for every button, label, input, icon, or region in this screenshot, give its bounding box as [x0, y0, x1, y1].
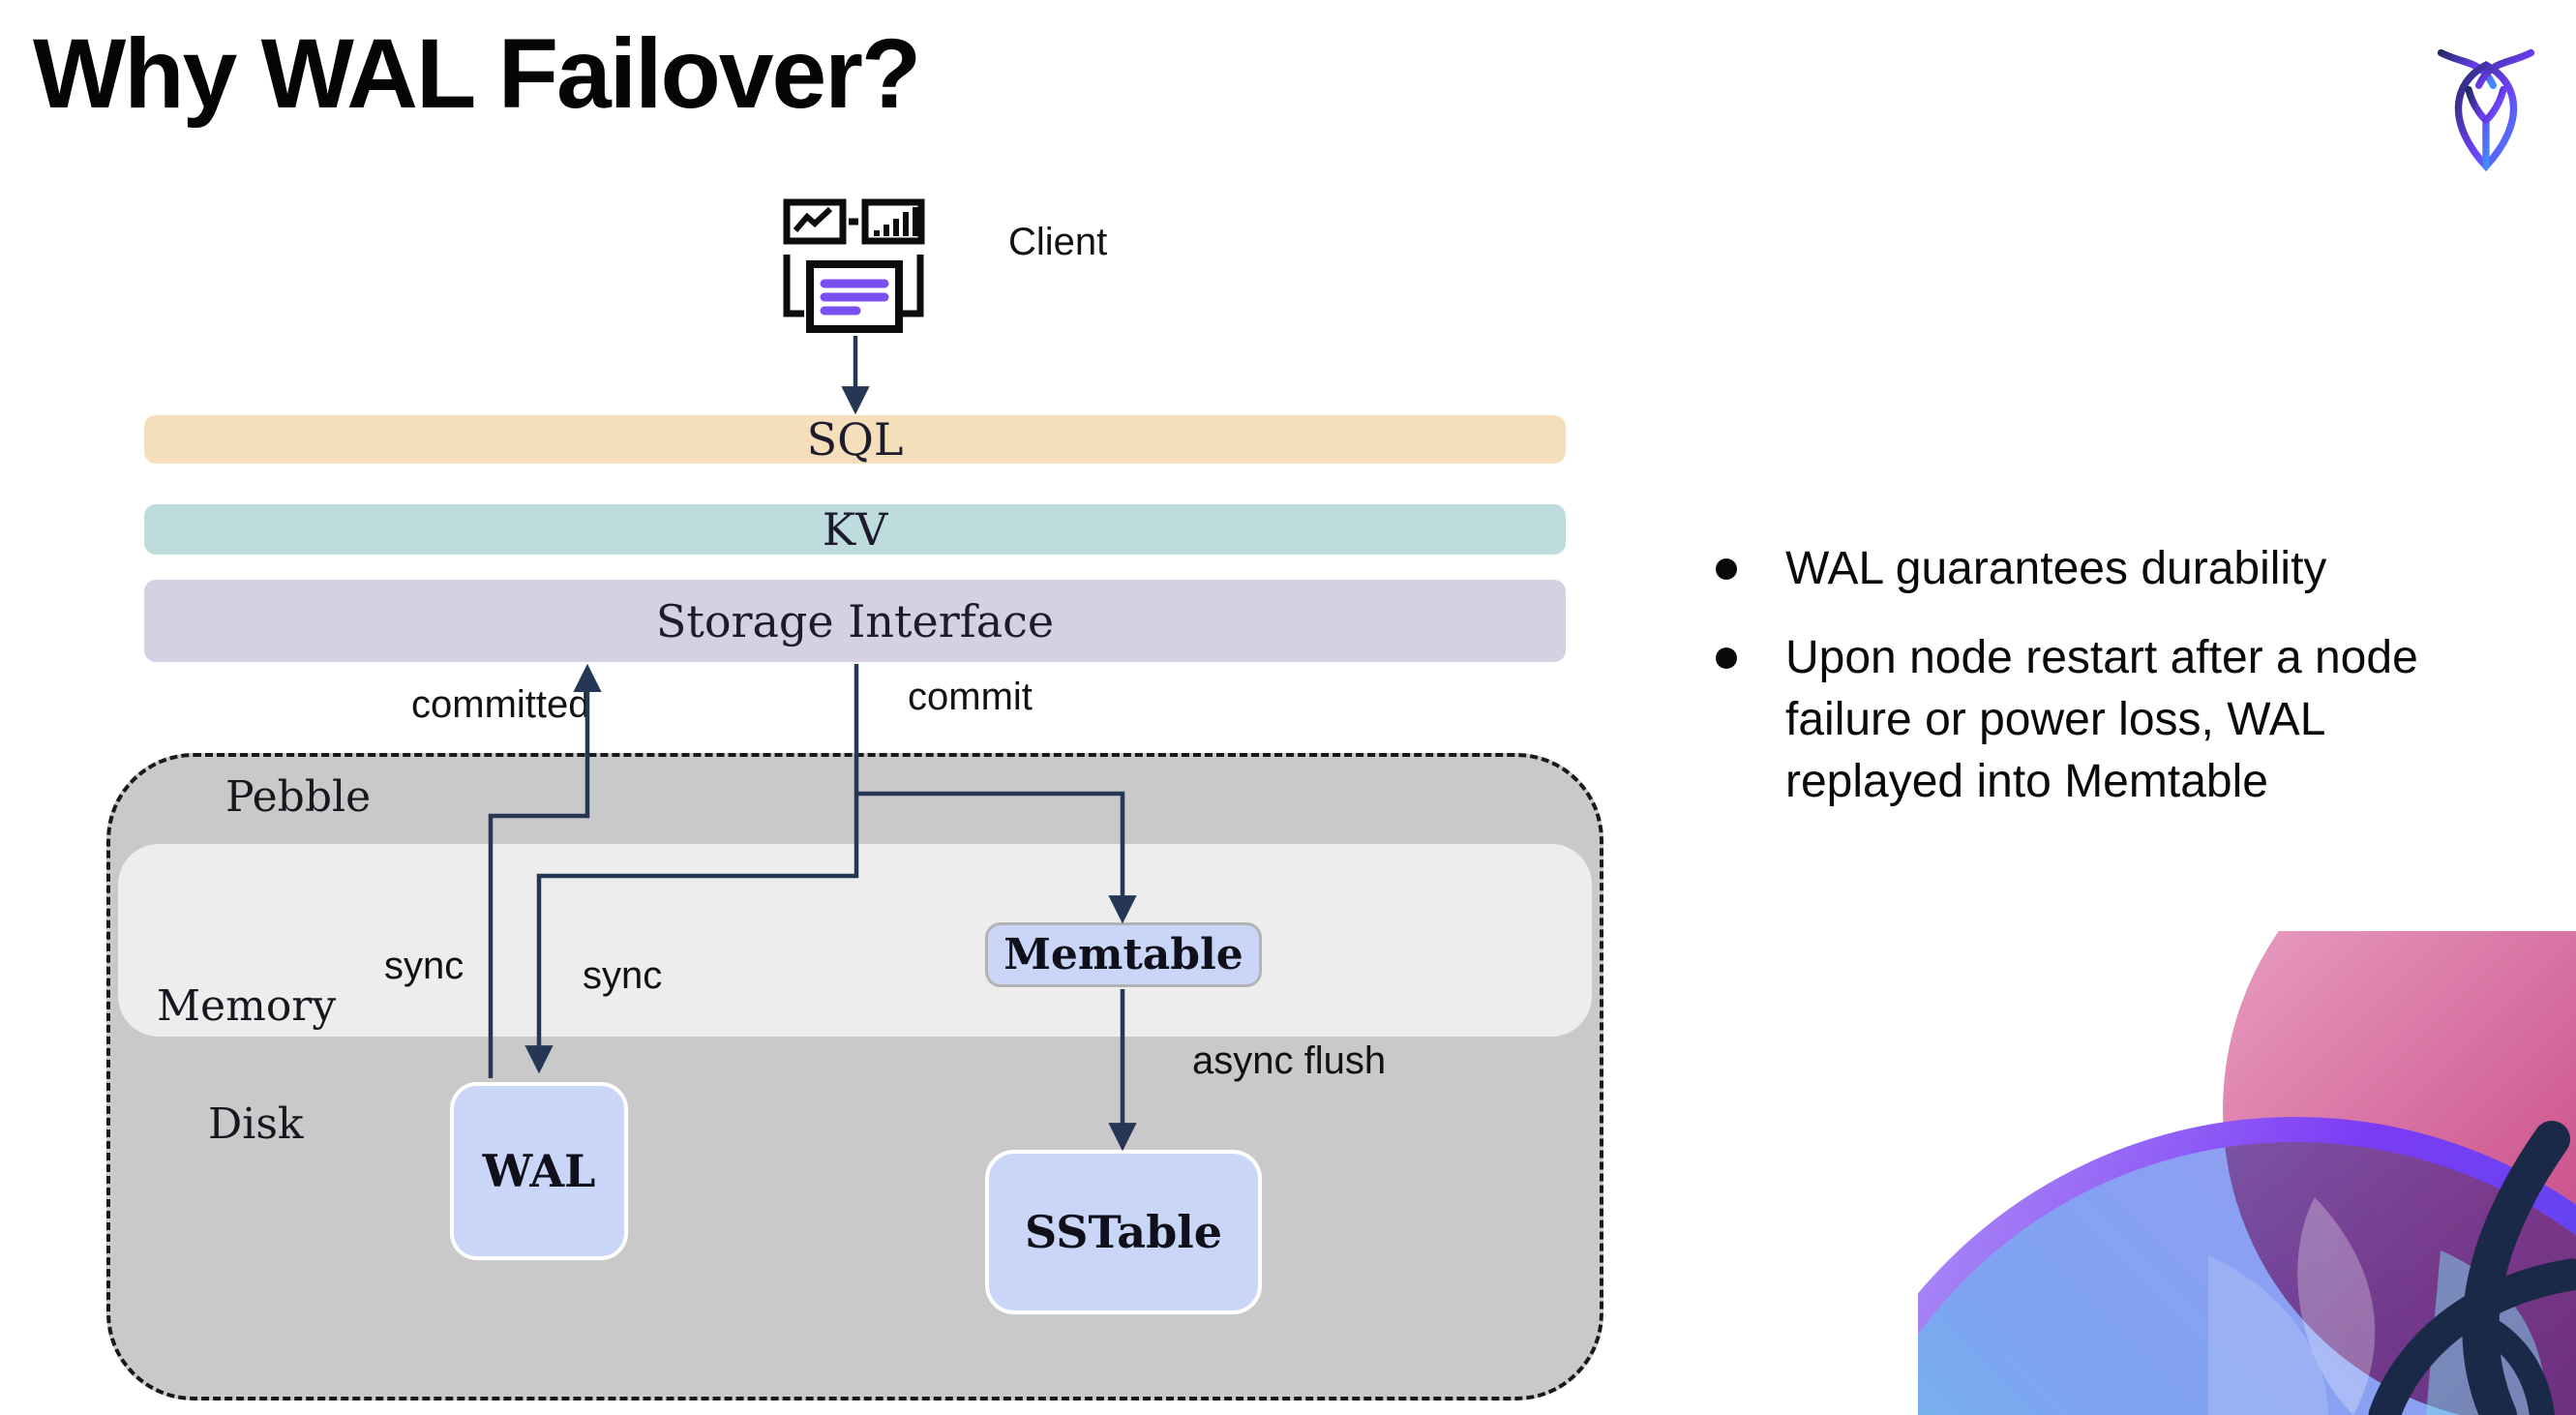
list-item: WAL guarantees durability: [1686, 538, 2479, 600]
art-leaf-highlight: [2297, 1197, 2376, 1415]
edge-label-sync-wal: sync: [384, 945, 464, 987]
node-wal: WAL: [450, 1082, 628, 1260]
bullet-dot-icon: [1716, 647, 1737, 669]
layer-storage-interface-label: Storage Interface: [655, 594, 1055, 647]
line-chart-icon: [783, 198, 847, 245]
edge-label-sync-storage: sync: [583, 954, 663, 997]
disk-label: Disk: [208, 1099, 304, 1149]
memory-band: [118, 844, 1592, 1037]
bullet-list: WAL guarantees durability Upon node rest…: [1686, 538, 2479, 813]
bullet-text: Upon node restart after a node failure o…: [1785, 632, 2418, 807]
edge-label-async-flush: async flush: [1192, 1039, 1387, 1082]
client-label: Client: [1008, 221, 1108, 263]
document-lines: [820, 279, 889, 316]
page-title: Why WAL Failover?: [33, 18, 921, 129]
layer-storage-interface: Storage Interface: [144, 580, 1566, 662]
pebble-label: Pebble: [225, 772, 372, 822]
layer-sql-label: SQL: [806, 413, 904, 466]
client-apps-icon: [783, 198, 925, 333]
bar-chart-icon: [861, 198, 925, 245]
node-sstable-label: SSTable: [1025, 1206, 1222, 1258]
list-item: Upon node restart after a node failure o…: [1686, 627, 2479, 813]
art-leaf-highlight: [2208, 1255, 2328, 1415]
cockroachdb-logo-icon: [2437, 48, 2535, 172]
bullet-dot-icon: [1716, 558, 1737, 580]
art-ring: [1918, 1117, 2576, 1335]
node-sstable: SSTable: [985, 1150, 1262, 1314]
node-memtable-label: Memtable: [1003, 930, 1243, 979]
edge-label-committed: committed: [411, 683, 590, 726]
brand-art: [1918, 931, 2576, 1415]
art-veins: [2368, 1121, 2576, 1415]
layer-kv-label: KV: [822, 503, 888, 556]
bar-chart-bars: [874, 207, 918, 236]
memory-label: Memory: [157, 981, 337, 1031]
edge-label-commit: commit: [908, 676, 1033, 718]
bullet-text: WAL guarantees durability: [1785, 543, 2327, 594]
layer-sql: SQL: [144, 413, 1566, 466]
node-wal-label: WAL: [482, 1145, 596, 1197]
layer-kv: KV: [144, 503, 1566, 556]
node-memtable: Memtable: [985, 922, 1262, 987]
